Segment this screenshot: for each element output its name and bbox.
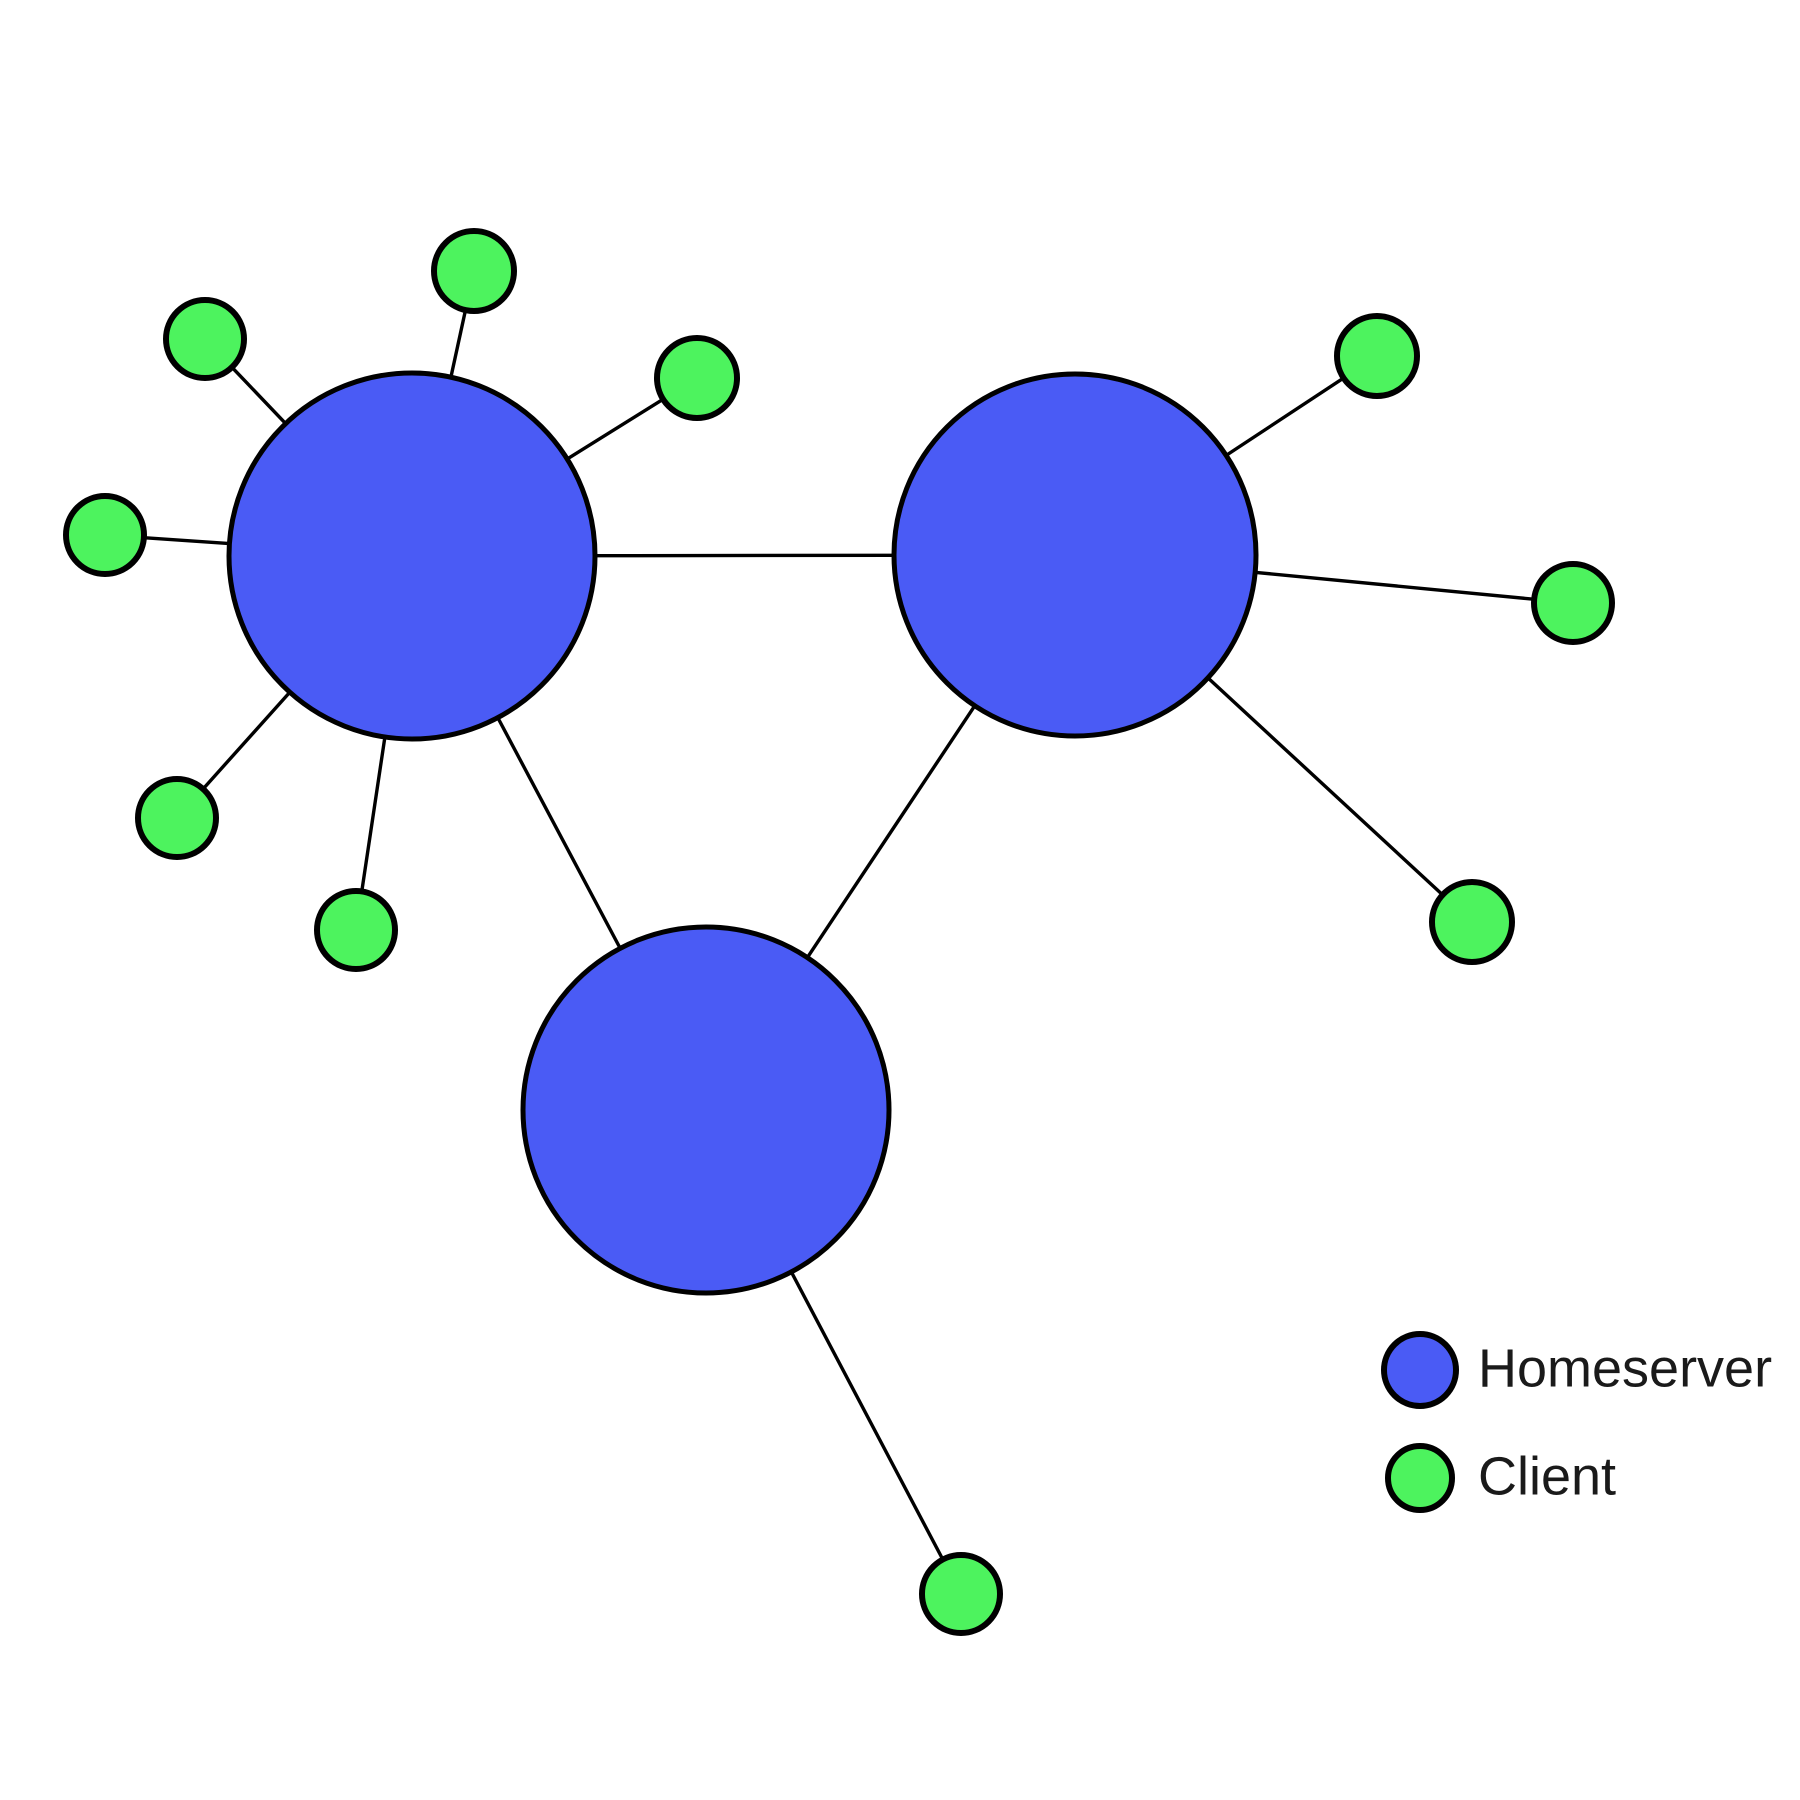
node-client[interactable] xyxy=(431,228,517,314)
legend-swatch-client xyxy=(1385,1443,1455,1513)
nodes-layer xyxy=(63,228,1615,1636)
edge-client-server xyxy=(1223,375,1347,458)
edge-client-server xyxy=(1253,570,1537,602)
legend-label-client: Client xyxy=(1478,1446,1616,1506)
legend: Homeserver Client xyxy=(1381,1331,1772,1513)
edge-client-server xyxy=(788,1269,946,1563)
node-client[interactable] xyxy=(63,493,147,577)
edge-client-server xyxy=(1205,675,1446,898)
edge-client-server xyxy=(359,734,387,894)
node-client[interactable] xyxy=(1334,313,1420,399)
node-homeserver[interactable] xyxy=(891,371,1259,739)
edges-layer xyxy=(141,307,1537,1563)
node-client[interactable] xyxy=(919,1552,1003,1636)
edge-client-server xyxy=(564,396,666,462)
edge-client-server xyxy=(141,535,232,546)
node-client[interactable] xyxy=(135,776,219,860)
edge-client-server xyxy=(229,364,289,427)
edge-federation xyxy=(495,715,623,951)
node-homeserver[interactable] xyxy=(226,370,598,742)
legend-swatch-homeserver xyxy=(1381,1331,1459,1409)
edge-federation xyxy=(804,703,978,961)
node-client[interactable] xyxy=(163,297,247,381)
legend-label-homeserver: Homeserver xyxy=(1478,1338,1772,1398)
node-client[interactable] xyxy=(654,335,740,421)
edge-client-server xyxy=(200,689,293,792)
node-client[interactable] xyxy=(1531,561,1615,645)
edge-client-server xyxy=(448,307,468,380)
node-client[interactable] xyxy=(314,888,398,972)
node-client[interactable] xyxy=(1429,879,1515,965)
node-homeserver[interactable] xyxy=(520,924,892,1296)
